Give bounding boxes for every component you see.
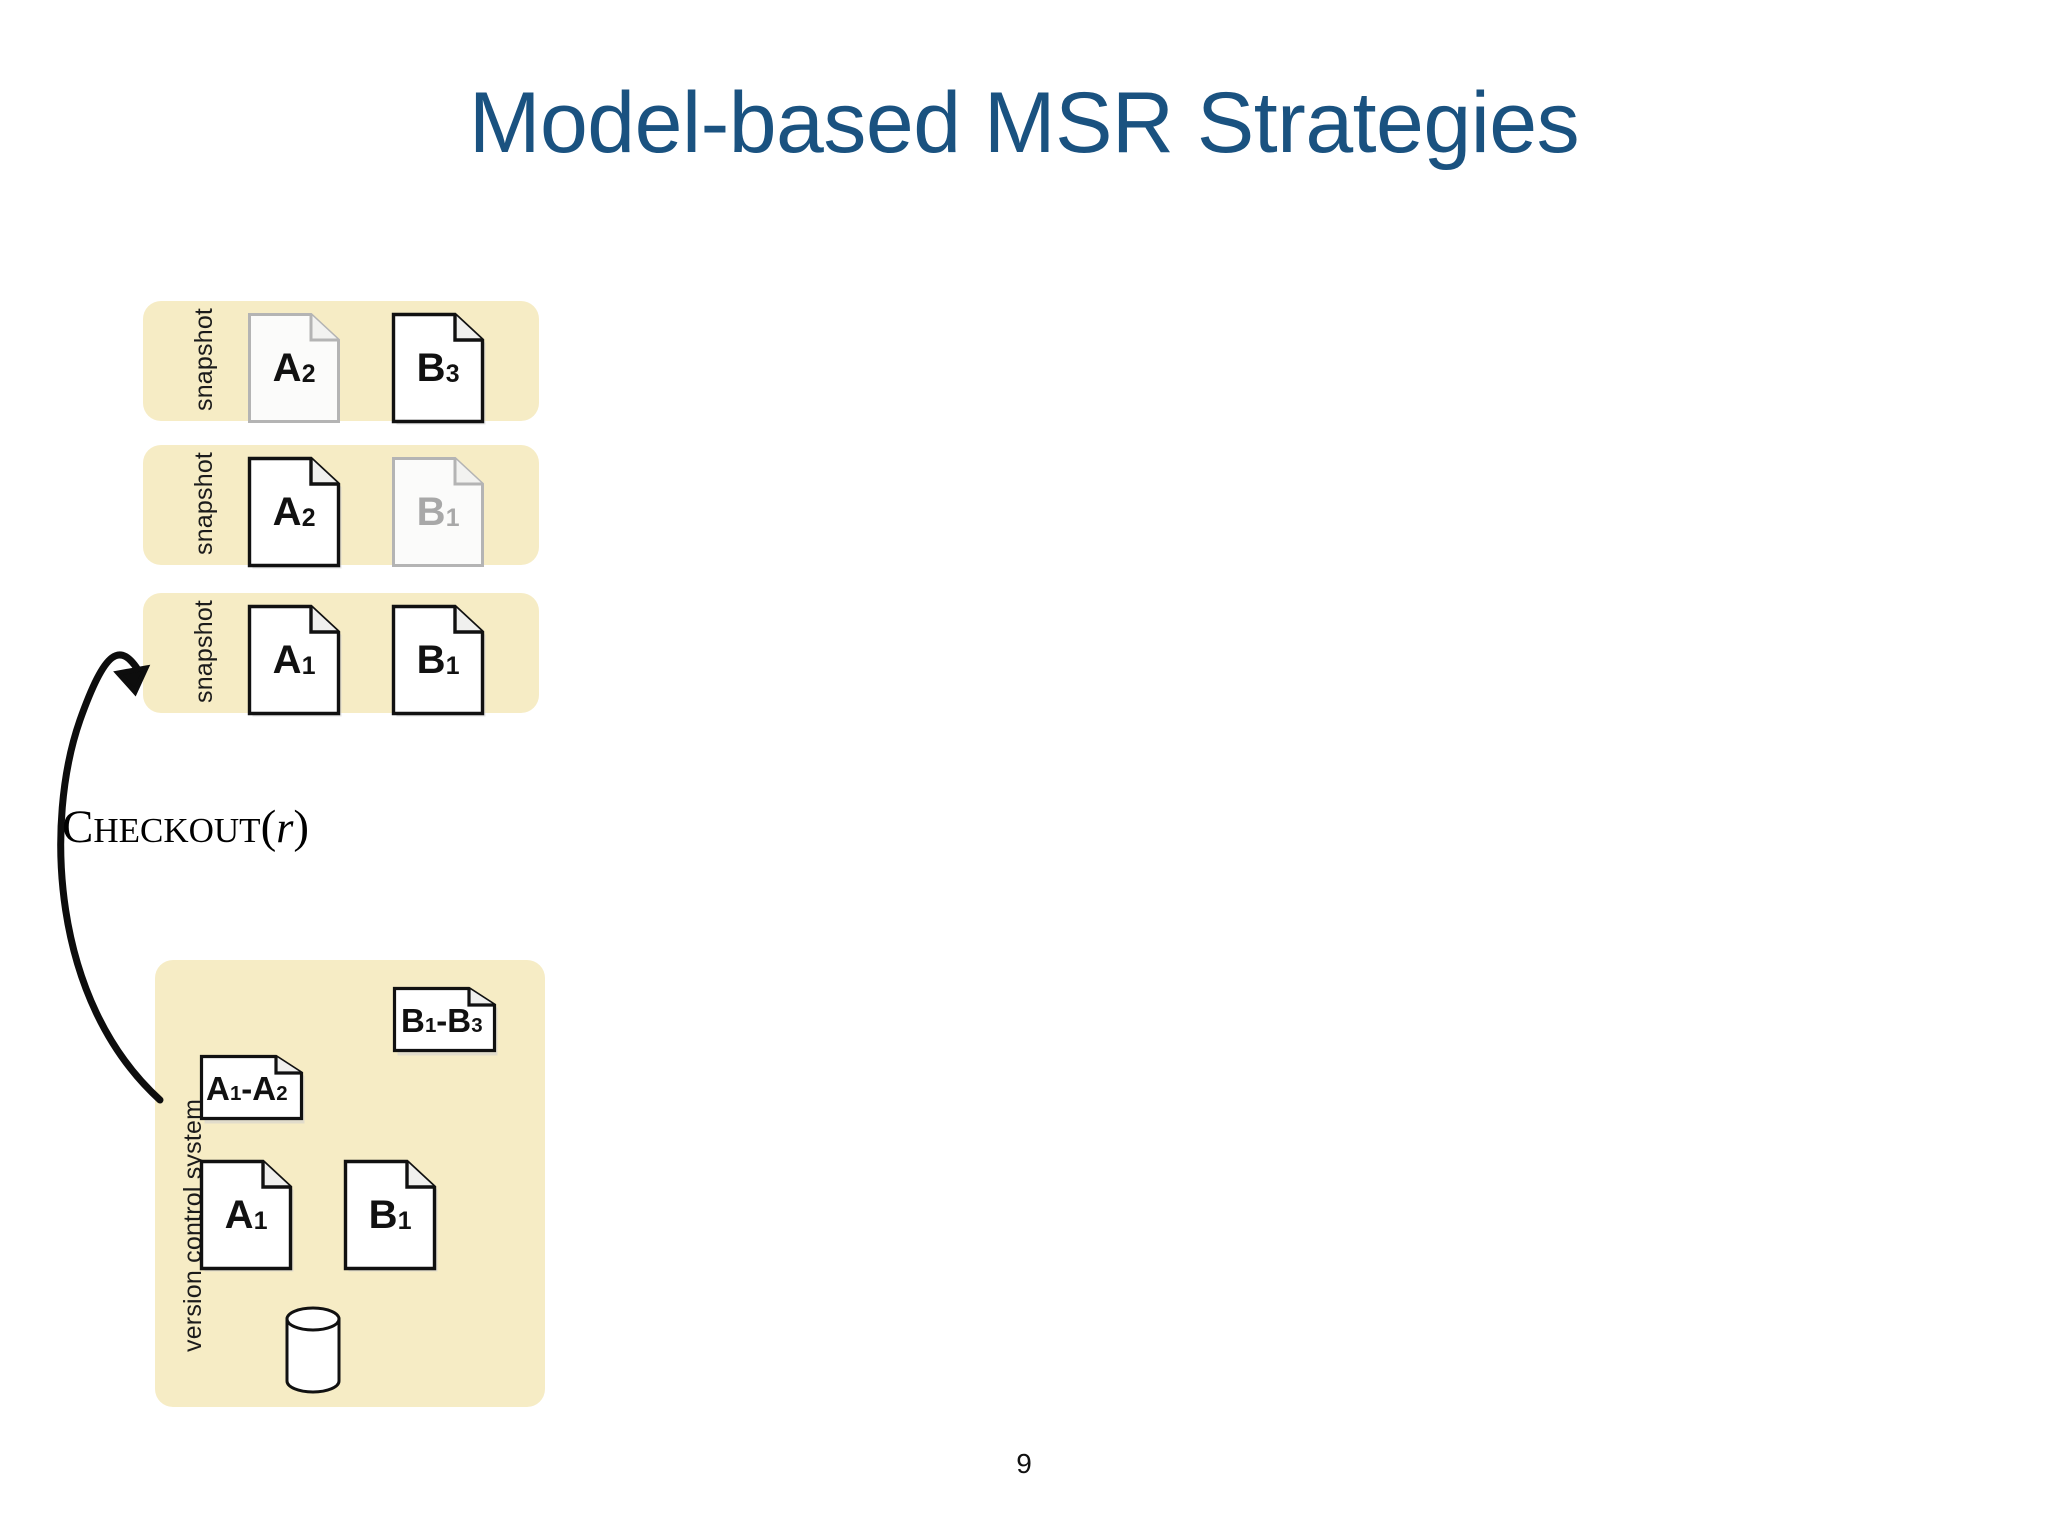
checkout-close-paren: ) <box>293 801 310 853</box>
checkout-variable: r <box>276 803 294 852</box>
snapshot-panel-2-label: snapshot <box>190 451 218 555</box>
checkout-label: CHECKOUT(r) <box>62 800 309 854</box>
database-cylinder-icon[interactable] <box>283 1305 343 1395</box>
snapshot-panel-1-label: snapshot <box>190 307 218 411</box>
checkout-smallcaps: HECKOUT <box>93 811 261 850</box>
page-title: Model-based MSR Strategies <box>468 75 1580 171</box>
snapshot-panel-3-label: snapshot <box>190 599 218 703</box>
checkout-cap: C <box>62 801 94 853</box>
page-number: 9 <box>1016 1448 1032 1479</box>
checkout-open-paren: ( <box>260 801 277 853</box>
